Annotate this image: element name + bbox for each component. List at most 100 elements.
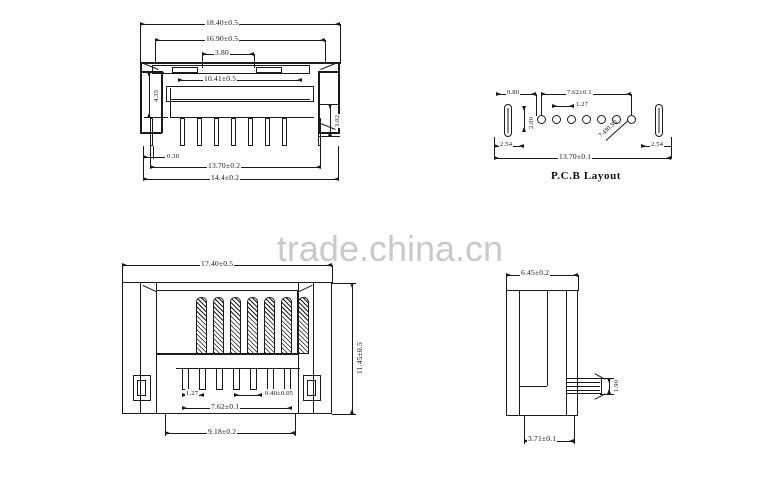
dim-right-offset: 2.54 bbox=[650, 140, 665, 149]
ext-line-right bbox=[340, 24, 341, 64]
dim-pin-thickness: 0.30 bbox=[166, 152, 181, 161]
dim-edge-first-pad: 0.80 bbox=[506, 88, 521, 97]
ext-line-left bbox=[140, 24, 141, 62]
cavity-lower-edge bbox=[170, 117, 314, 118]
arrow-right bbox=[320, 37, 325, 42]
arrow-left bbox=[494, 155, 499, 160]
dim-overall-height: 11.45±0.5 bbox=[355, 341, 364, 375]
body-left-inner-wall bbox=[161, 71, 163, 133]
pcb-pad bbox=[612, 115, 621, 124]
body-right-inner-wall bbox=[318, 71, 320, 133]
ext-line-top bbox=[318, 104, 340, 105]
ext-line-right bbox=[332, 265, 333, 283]
arrow-left bbox=[182, 405, 187, 410]
dim-pad-pitch: 1.27 bbox=[575, 100, 590, 109]
ext-line-top bbox=[332, 283, 356, 284]
contact-blade bbox=[230, 297, 241, 354]
dim-mount-span: 9.18±0.2 bbox=[207, 427, 238, 436]
arrow-right bbox=[569, 438, 574, 443]
slot-center-line bbox=[658, 108, 660, 133]
dim-line-overall-width bbox=[140, 24, 340, 25]
dim-left-offset: 2.54 bbox=[499, 140, 514, 149]
arrow-left bbox=[552, 103, 557, 108]
arrow-left bbox=[506, 272, 511, 277]
mount-peg-left bbox=[133, 375, 151, 401]
pin bbox=[197, 118, 202, 146]
pcb-pad bbox=[567, 115, 576, 124]
end-rib-right bbox=[566, 291, 567, 416]
slot-center-line bbox=[507, 108, 509, 133]
arrow-right bbox=[297, 77, 302, 82]
arrow-left bbox=[143, 176, 148, 181]
arrow-right bbox=[573, 272, 578, 277]
arrow-left bbox=[178, 77, 183, 82]
arrow-left bbox=[143, 154, 148, 159]
arrow-left bbox=[494, 143, 499, 148]
ext-line bbox=[153, 146, 154, 159]
dim-body-depth: 6.45±0.2 bbox=[520, 268, 551, 277]
arrow-left bbox=[122, 262, 127, 267]
dim-line-slot-height bbox=[524, 106, 525, 132]
end-rib-mid bbox=[547, 291, 548, 386]
body-left-bottom bbox=[140, 132, 162, 134]
dim-contact-span: 10.41±0.5 bbox=[203, 74, 238, 83]
pcb-pad bbox=[627, 115, 636, 124]
ext-line-left bbox=[143, 146, 144, 180]
ext-line-left bbox=[506, 275, 507, 291]
dim-inner-width: 16.90±0.5 bbox=[205, 34, 240, 43]
arrow-left bbox=[140, 21, 145, 26]
ext-line-left bbox=[165, 414, 166, 436]
pin bbox=[231, 118, 236, 146]
pin-end-right bbox=[318, 118, 321, 146]
housing-cavity bbox=[166, 86, 314, 102]
arrow-left bbox=[541, 91, 546, 96]
ext-line-left bbox=[150, 146, 151, 168]
tail-base-line bbox=[176, 368, 300, 369]
dim-line-pin-thickness bbox=[143, 157, 165, 158]
arrow-left bbox=[202, 51, 207, 56]
ext-line-left bbox=[524, 416, 525, 444]
arrow-right bbox=[327, 262, 332, 267]
arrow-down bbox=[606, 389, 611, 394]
ext-line-right bbox=[631, 94, 632, 116]
arrow-down bbox=[349, 409, 354, 414]
solder-tail bbox=[182, 368, 189, 390]
ext-line bbox=[671, 137, 672, 159]
tail-line bbox=[566, 386, 600, 387]
pin bbox=[180, 118, 185, 146]
dim-pad-row-span: 7.62±0.1 bbox=[566, 88, 593, 97]
dim-tail-height: 1.90 bbox=[612, 378, 621, 393]
dim-pin-span: 13.70±0.2 bbox=[207, 161, 242, 170]
dim-line-overall-height bbox=[352, 283, 353, 414]
ext-line-right bbox=[295, 414, 296, 436]
solder-tail bbox=[284, 368, 291, 390]
ext-line-right bbox=[325, 40, 326, 64]
mount-peg-right bbox=[303, 375, 321, 401]
dim-right-height: 3.02 bbox=[333, 113, 342, 128]
contact-blade bbox=[196, 297, 207, 354]
pcb-pad bbox=[582, 115, 591, 124]
arrow-up bbox=[521, 106, 526, 111]
ext-line-right bbox=[320, 146, 321, 168]
contact-housing bbox=[156, 290, 298, 354]
contact-blade bbox=[247, 297, 258, 354]
pin bbox=[282, 118, 287, 146]
pin bbox=[214, 118, 219, 146]
dim-contact-pitch: 1.27 bbox=[185, 389, 200, 398]
dim-base-width: 14.4±0.2 bbox=[210, 173, 241, 182]
body-outer-left bbox=[140, 62, 142, 133]
arrow-right bbox=[290, 430, 295, 435]
pcb-pad bbox=[552, 115, 561, 124]
arrow-down bbox=[146, 113, 151, 118]
front-inner-block bbox=[140, 282, 314, 414]
contact-blade bbox=[281, 297, 292, 354]
dim-line-pad-pitch bbox=[552, 106, 574, 107]
body-right-shoulder bbox=[318, 71, 340, 73]
arrow-right bbox=[199, 392, 204, 397]
ext-line bbox=[536, 94, 537, 116]
dim-line-right-height bbox=[330, 104, 331, 136]
solder-tail bbox=[267, 368, 274, 390]
body-top-edge bbox=[140, 62, 340, 64]
arrow-left bbox=[524, 438, 529, 443]
